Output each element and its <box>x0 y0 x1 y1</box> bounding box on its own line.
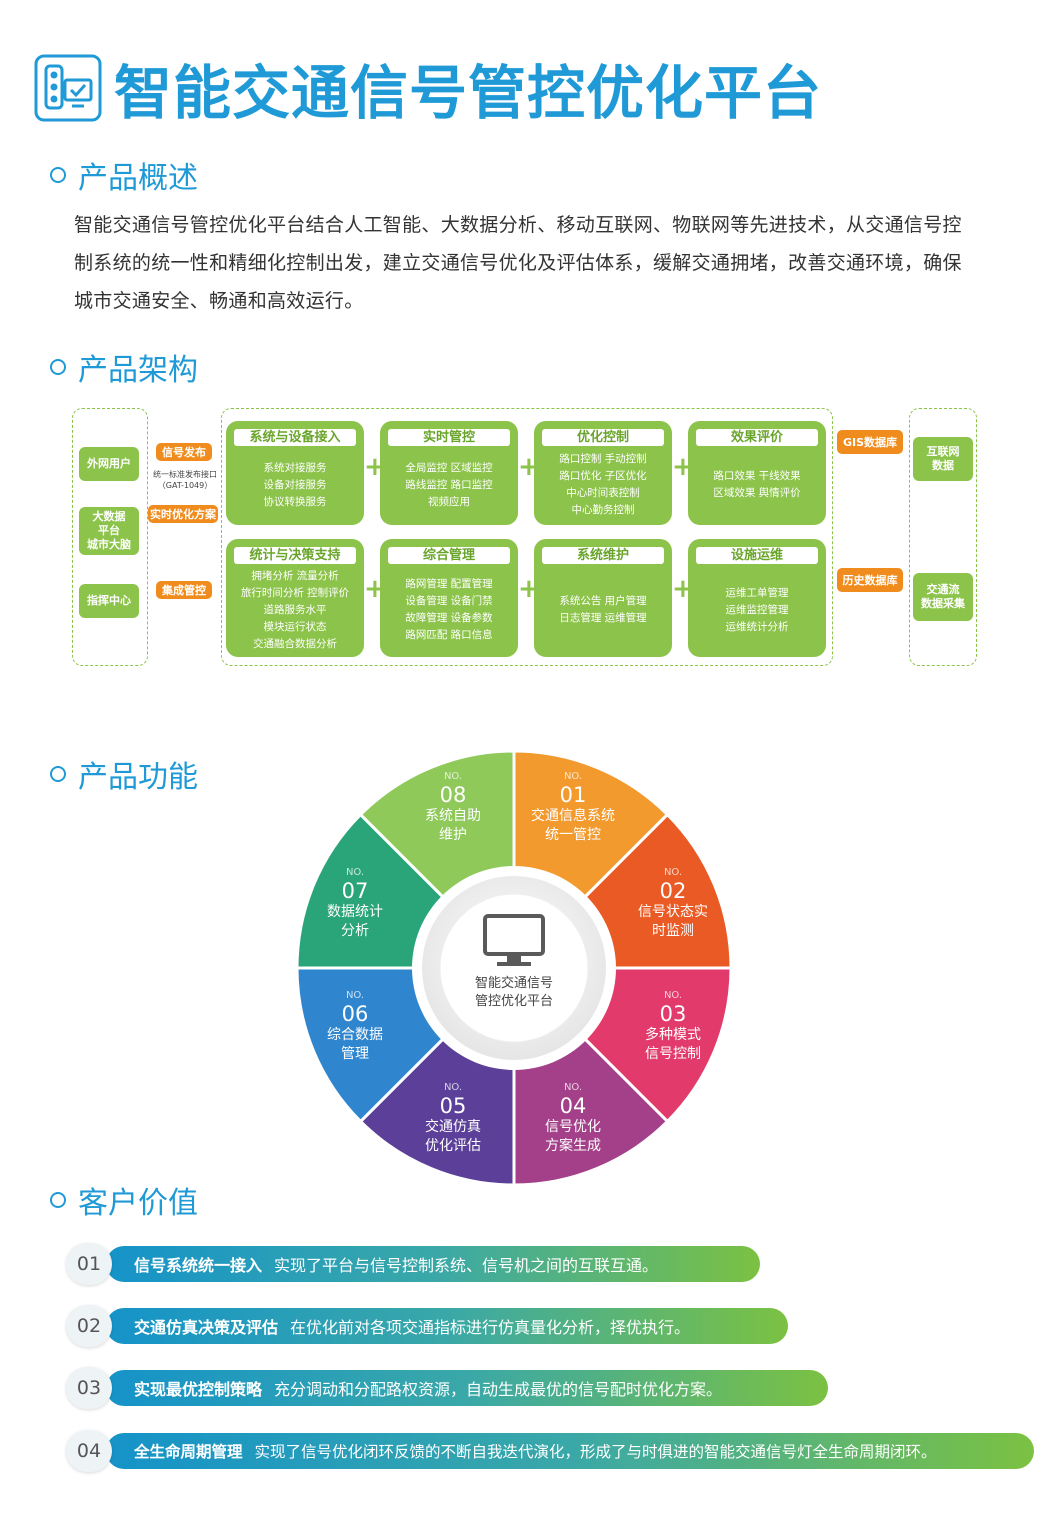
arch-right-internet-data: 互联网 数据 <box>913 437 973 481</box>
module-statistics-decision: 统计与决策支持 拥堵分析 流量分析 旅行时间分析 控制评价 道路服务水平 模块运… <box>226 539 364 657</box>
feature-segment-05: NO. 05 交通仿真 优化评估 <box>425 1082 481 1154</box>
section-heading-overview: 产品概述 <box>50 155 198 196</box>
plus-icon: + <box>518 574 540 604</box>
plus-icon: + <box>672 574 694 604</box>
feature-segment-06: NO. 06 综合数据 管理 <box>327 990 383 1062</box>
circle-bullet-icon <box>50 766 66 782</box>
page-title: 智能交通信号管控优化平台 <box>114 59 823 127</box>
left-column-frame <box>72 408 148 666</box>
module-facility-operations: 设施运维 运维工单管理 运维监控管理 运维统计分析 <box>688 539 826 657</box>
arch-left-big-data-platform: 大数据 平台 城市大脑 <box>79 507 139 555</box>
connector-integrated-control: 集成管控 <box>156 581 212 599</box>
plus-icon: + <box>364 574 386 604</box>
plus-icon: + <box>518 452 540 482</box>
module-effect-evaluation: 效果评价 路口效果 干线效果 区域效果 舆情评价 <box>688 421 826 525</box>
feature-segment-02: NO. 02 信号状态实 时监测 <box>638 867 708 939</box>
circle-bullet-icon <box>50 1192 66 1208</box>
module-comprehensive-management: 综合管理 路网管理 配置管理 设备管理 设备门禁 故障管理 设备参数 路网匹配 … <box>380 539 518 657</box>
circle-bullet-icon <box>50 359 66 375</box>
connector-signal-publish: 信号发布 <box>156 443 212 461</box>
feature-segment-08: NO. 08 系统自助 维护 <box>425 771 481 843</box>
arch-left-command-center: 指挥中心 <box>79 584 139 618</box>
feature-segment-01: NO. 01 交通信息系统 统一管控 <box>531 771 615 843</box>
feature-segment-03: NO. 03 多种模式 信号控制 <box>645 990 701 1062</box>
wheel-center-label: 智能交通信号 管控优化平台 <box>474 976 553 1009</box>
circle-bullet-icon <box>50 167 66 183</box>
connector-realtime-plan: 实时优化方案 <box>148 505 218 523</box>
traffic-signal-monitor-icon <box>34 54 102 122</box>
standard-interface-label: 统一标准发布接口 （GAT-1049） <box>153 470 217 490</box>
section-heading-features: 产品功能 <box>50 754 198 795</box>
overview-paragraph: 智能交通信号管控优化平台结合人工智能、大数据分析、移动互联网、物联网等先进技术，… <box>74 214 962 312</box>
feature-segment-07: NO. 07 数据统计 分析 <box>327 867 383 939</box>
arch-left-external-users: 外网用户 <box>79 447 139 481</box>
page-header: 智能交通信号管控优化平台 <box>34 48 822 128</box>
module-system-device-access: 系统与设备接入 系统对接服务 设备对接服务 协议转换服务 <box>226 421 364 525</box>
section-heading-value: 客户价值 <box>50 1180 198 1221</box>
module-optimization-control: 优化控制 路口控制 手动控制 路口优化 子区优化 中心时间表控制 中心勤务控制 <box>534 421 672 525</box>
arch-right-traffic-flow-collection: 交通流 数据采集 <box>913 573 973 621</box>
module-system-maintenance: 系统维护 系统公告 用户管理 日志管理 运维管理 <box>534 539 672 657</box>
right-column-frame <box>909 408 977 666</box>
core-frame <box>221 408 833 666</box>
feature-segment-04: NO. 04 信号优化 方案生成 <box>545 1082 601 1154</box>
database-history: 历史数据库 <box>837 568 903 592</box>
module-realtime-control: 实时管控 全局监控 区域监控 路线监控 路口监控 视频应用 <box>380 421 518 525</box>
plus-icon: + <box>672 452 694 482</box>
value-number: 04 <box>66 1430 112 1472</box>
value-number: 03 <box>66 1367 112 1409</box>
value-number: 02 <box>66 1305 112 1347</box>
plus-icon: + <box>364 452 386 482</box>
value-number: 01 <box>66 1243 112 1285</box>
feature-wheel <box>297 751 731 1185</box>
monitor-icon <box>483 914 545 966</box>
database-gis: GIS数据库 <box>837 430 903 454</box>
section-heading-architecture: 产品架构 <box>50 347 198 388</box>
